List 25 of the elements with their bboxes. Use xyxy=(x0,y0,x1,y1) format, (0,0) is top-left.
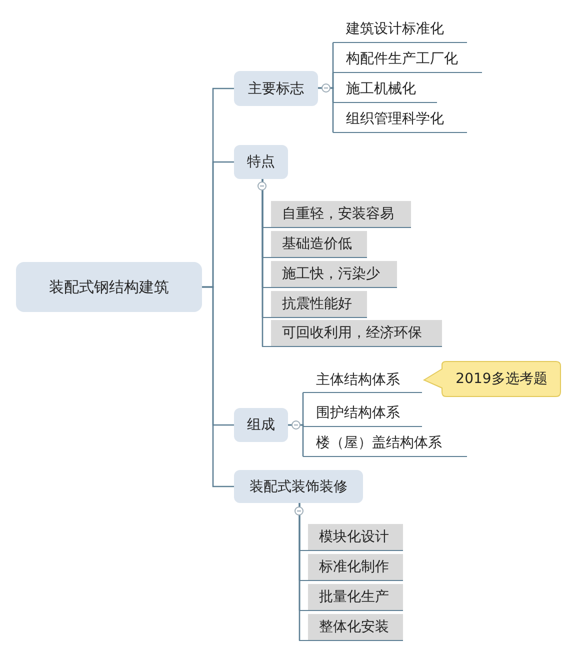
subtopic-box: 标准化制作 xyxy=(299,554,403,581)
connector-line xyxy=(318,87,334,132)
topic-box: 组成 xyxy=(234,408,288,442)
subtopic-box: 批量化生产 xyxy=(299,584,403,611)
subtopic-box: 基础造价低 xyxy=(262,231,367,258)
subtopic-box: 抗震性能好 xyxy=(262,291,367,318)
subtopic-box: 模块化设计 xyxy=(299,524,403,551)
subtopic-label: 组织管理科学化 xyxy=(333,106,467,133)
subtopic-label: 楼（屋）盖结构体系 xyxy=(303,430,467,457)
connector-line xyxy=(202,286,234,488)
subtopic-label: 围护结构体系 xyxy=(303,400,422,427)
subtopic-label: 建筑设计标准化 xyxy=(333,16,467,43)
topic-box: 装配式装饰装修 xyxy=(234,470,363,503)
subtopic-label: 构配件生产工厂化 xyxy=(333,46,482,73)
subtopic-box: 自重轻，安装容易 xyxy=(262,201,411,228)
callout-bubble: 2019多选考题 xyxy=(423,361,561,397)
connector-line xyxy=(288,424,304,456)
topic-box: 主要标志 xyxy=(234,71,318,106)
central-topic-box: 装配式钢结构建筑 xyxy=(16,262,202,312)
subtopic-box: 可回收利用，经济环保 xyxy=(262,320,442,347)
subtopic-box: 整体化安装 xyxy=(299,614,403,641)
topic-box: 特点 xyxy=(234,145,288,179)
subtopic-label: 主体结构体系 xyxy=(303,367,422,393)
subtopic-label: 施工机械化 xyxy=(333,76,437,103)
subtopic-box: 施工快，污染少 xyxy=(262,261,397,288)
